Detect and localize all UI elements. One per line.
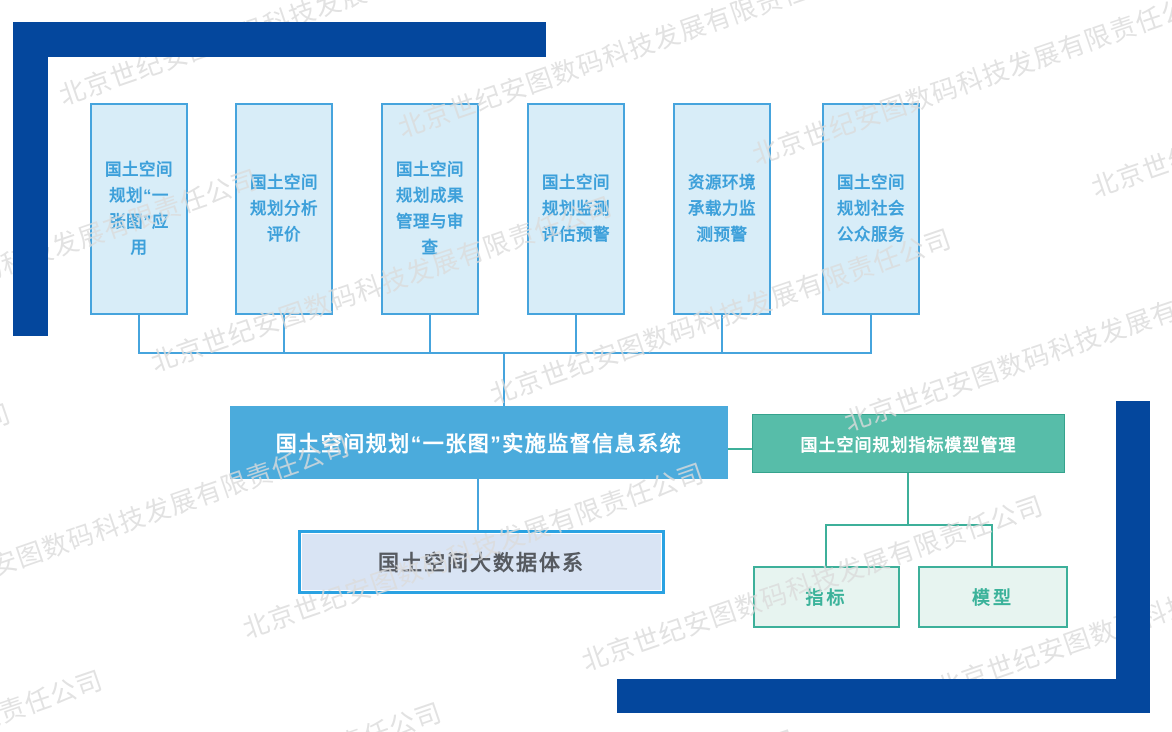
bigdata-system-box: 国土空间大数据体系 [298, 530, 665, 594]
connector-link-indicator [728, 448, 752, 450]
frame-top-left-horizontal [13, 22, 546, 57]
sub-box-models: 模型 [918, 566, 1068, 628]
module-label: 资源环境 承载力监 测预警 [688, 174, 756, 244]
connector-bus-top [138, 352, 872, 354]
module-label: 国土空间 规划监测 评估预警 [542, 174, 610, 244]
sub-box-indicators: 指标 [753, 566, 900, 628]
module-box-results-management-review: 国土空间 规划成果 管理与审 查 [381, 103, 479, 315]
connector-stub-5 [721, 313, 723, 353]
indicator-management-box: 国土空间规划指标模型管理 [752, 414, 1065, 473]
connector-stub-6 [870, 313, 872, 353]
connector-drop-main [503, 352, 505, 406]
connector-stub-2 [283, 313, 285, 353]
connector-drop-models [991, 524, 993, 566]
module-box-analysis-evaluation: 国土空间 规划分析 评价 [235, 103, 333, 315]
frame-bottom-right-horizontal [617, 679, 1150, 713]
connector-bus-indicator [825, 524, 993, 526]
connector-indicator-vertical [907, 473, 909, 525]
module-box-carrying-capacity-monitoring: 资源环境 承载力监 测预警 [673, 103, 771, 315]
connector-stub-1 [138, 313, 140, 353]
bigdata-system-label: 国土空间大数据体系 [378, 552, 585, 575]
main-system-label: 国土空间规划“一张图”实施监督信息系统 [275, 432, 683, 456]
main-system-box: 国土空间规划“一张图”实施监督信息系统 [230, 406, 728, 479]
sub-box-label: 模型 [972, 588, 1014, 608]
module-label: 国土空间 规划“一 张图”应 用 [105, 161, 173, 257]
indicator-management-label: 国土空间规划指标模型管理 [800, 436, 1017, 455]
module-label: 国土空间 规划社会 公众服务 [837, 174, 905, 244]
module-box-public-service: 国土空间 规划社会 公众服务 [822, 103, 920, 315]
connector-drop-indicators [825, 524, 827, 566]
module-label: 国土空间 规划分析 评价 [250, 174, 318, 244]
module-label: 国土空间 规划成果 管理与审 查 [396, 161, 464, 257]
frame-top-left-vertical [13, 22, 48, 336]
frame-bottom-right-vertical [1116, 401, 1150, 713]
connector-drop-bigdata [477, 479, 479, 530]
connector-stub-4 [575, 313, 577, 353]
module-box-monitoring-evaluation-warning: 国土空间 规划监测 评估预警 [527, 103, 625, 315]
module-box-one-map-application: 国土空间 规划“一 张图”应 用 [90, 103, 188, 315]
sub-box-label: 指标 [805, 588, 848, 608]
connector-stub-3 [429, 313, 431, 353]
